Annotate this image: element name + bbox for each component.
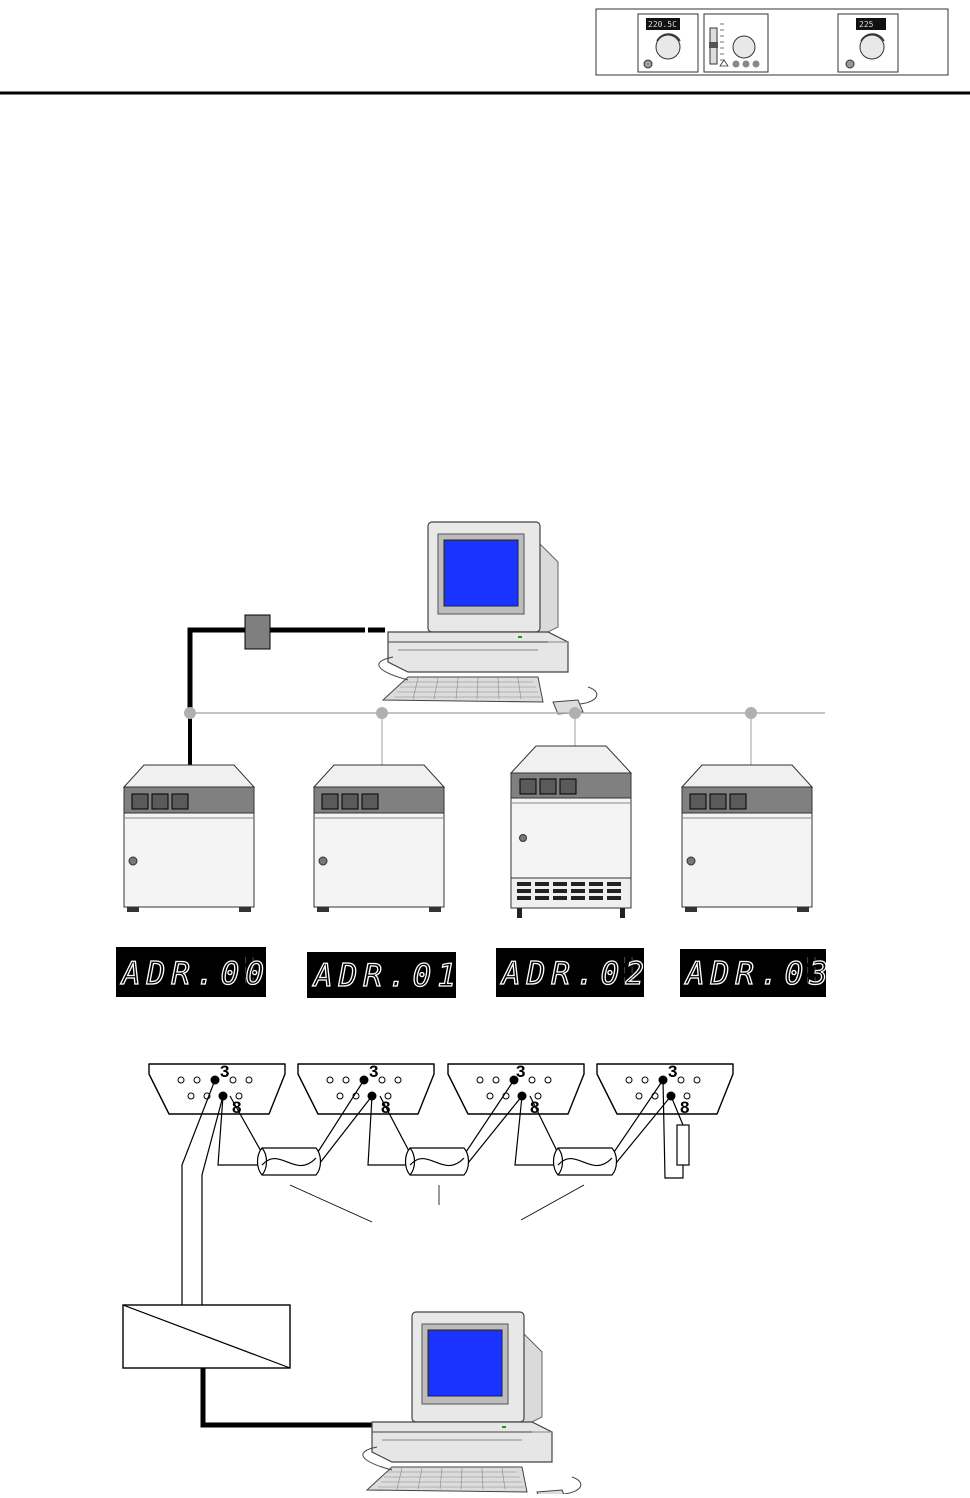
cable-shield — [404, 1147, 470, 1176]
network-diagram: ADR.00 | | | | | | ADR.01 ADR.02 | | | | | |… — [116, 521, 834, 998]
bus-node — [184, 707, 196, 719]
bus-node — [569, 707, 581, 719]
address-label: ADR.02 — [500, 956, 650, 992]
connector-icon — [148, 1063, 286, 1115]
svg-text:| |: | | — [244, 957, 255, 964]
svg-text:| |: | | — [244, 977, 255, 984]
bus-node — [745, 707, 757, 719]
svg-text:| |: | | — [806, 977, 817, 984]
converter-icon — [122, 1304, 291, 1369]
address-label: ADR.01 — [312, 958, 462, 994]
address-display: ADR.00 | | | | | | — [116, 947, 270, 997]
computer-icon — [362, 1311, 582, 1498]
panel1-display: 220.5C — [648, 20, 677, 29]
address-label: ADR.03 — [684, 956, 834, 992]
wiring-diagram: 3 8 3 8 3 8 3 8 — [122, 1062, 734, 1498]
serial-cable — [200, 1368, 372, 1428]
cable-shield — [552, 1147, 618, 1176]
address-display: ADR.01 — [307, 952, 462, 998]
connector-icon — [596, 1063, 734, 1115]
svg-text:| |: | | — [623, 977, 634, 984]
header-panel: 220.5C 225 — [595, 8, 949, 76]
connector-icon — [297, 1063, 435, 1115]
panel3-display: 225 — [859, 20, 874, 29]
address-display: ADR.03 | | | | | | — [680, 949, 834, 997]
oven-icon — [510, 745, 632, 919]
computer-icon — [378, 521, 598, 715]
control-panel-2 — [703, 13, 769, 73]
address-label: ADR.00 — [120, 956, 270, 992]
serial-cable — [187, 627, 245, 713]
address-display: ADR.02 | | | | | | — [496, 948, 650, 997]
pin-label: 3 — [369, 1062, 378, 1081]
pin-label: 8 — [530, 1098, 539, 1117]
cable-shield — [256, 1147, 322, 1176]
oven-icon — [313, 764, 445, 913]
oven-icon — [681, 764, 813, 913]
control-panel-3: 225 — [837, 13, 899, 73]
svg-text:| |: | | — [806, 967, 817, 974]
control-panel-1: 220.5C — [637, 13, 699, 73]
pin-label: 3 — [668, 1062, 677, 1081]
interface-converter-icon — [244, 614, 271, 650]
pin-label: 3 — [220, 1062, 229, 1081]
bus-node — [376, 707, 388, 719]
pin-label: 8 — [680, 1098, 689, 1117]
svg-text:| |: | | — [623, 957, 634, 964]
svg-text:| |: | | — [244, 967, 255, 974]
svg-text:| |: | | — [806, 957, 817, 964]
svg-text:| |: | | — [623, 967, 634, 974]
pin-label: 3 — [516, 1062, 525, 1081]
oven-icon — [123, 764, 255, 913]
resistor-icon — [676, 1124, 690, 1166]
